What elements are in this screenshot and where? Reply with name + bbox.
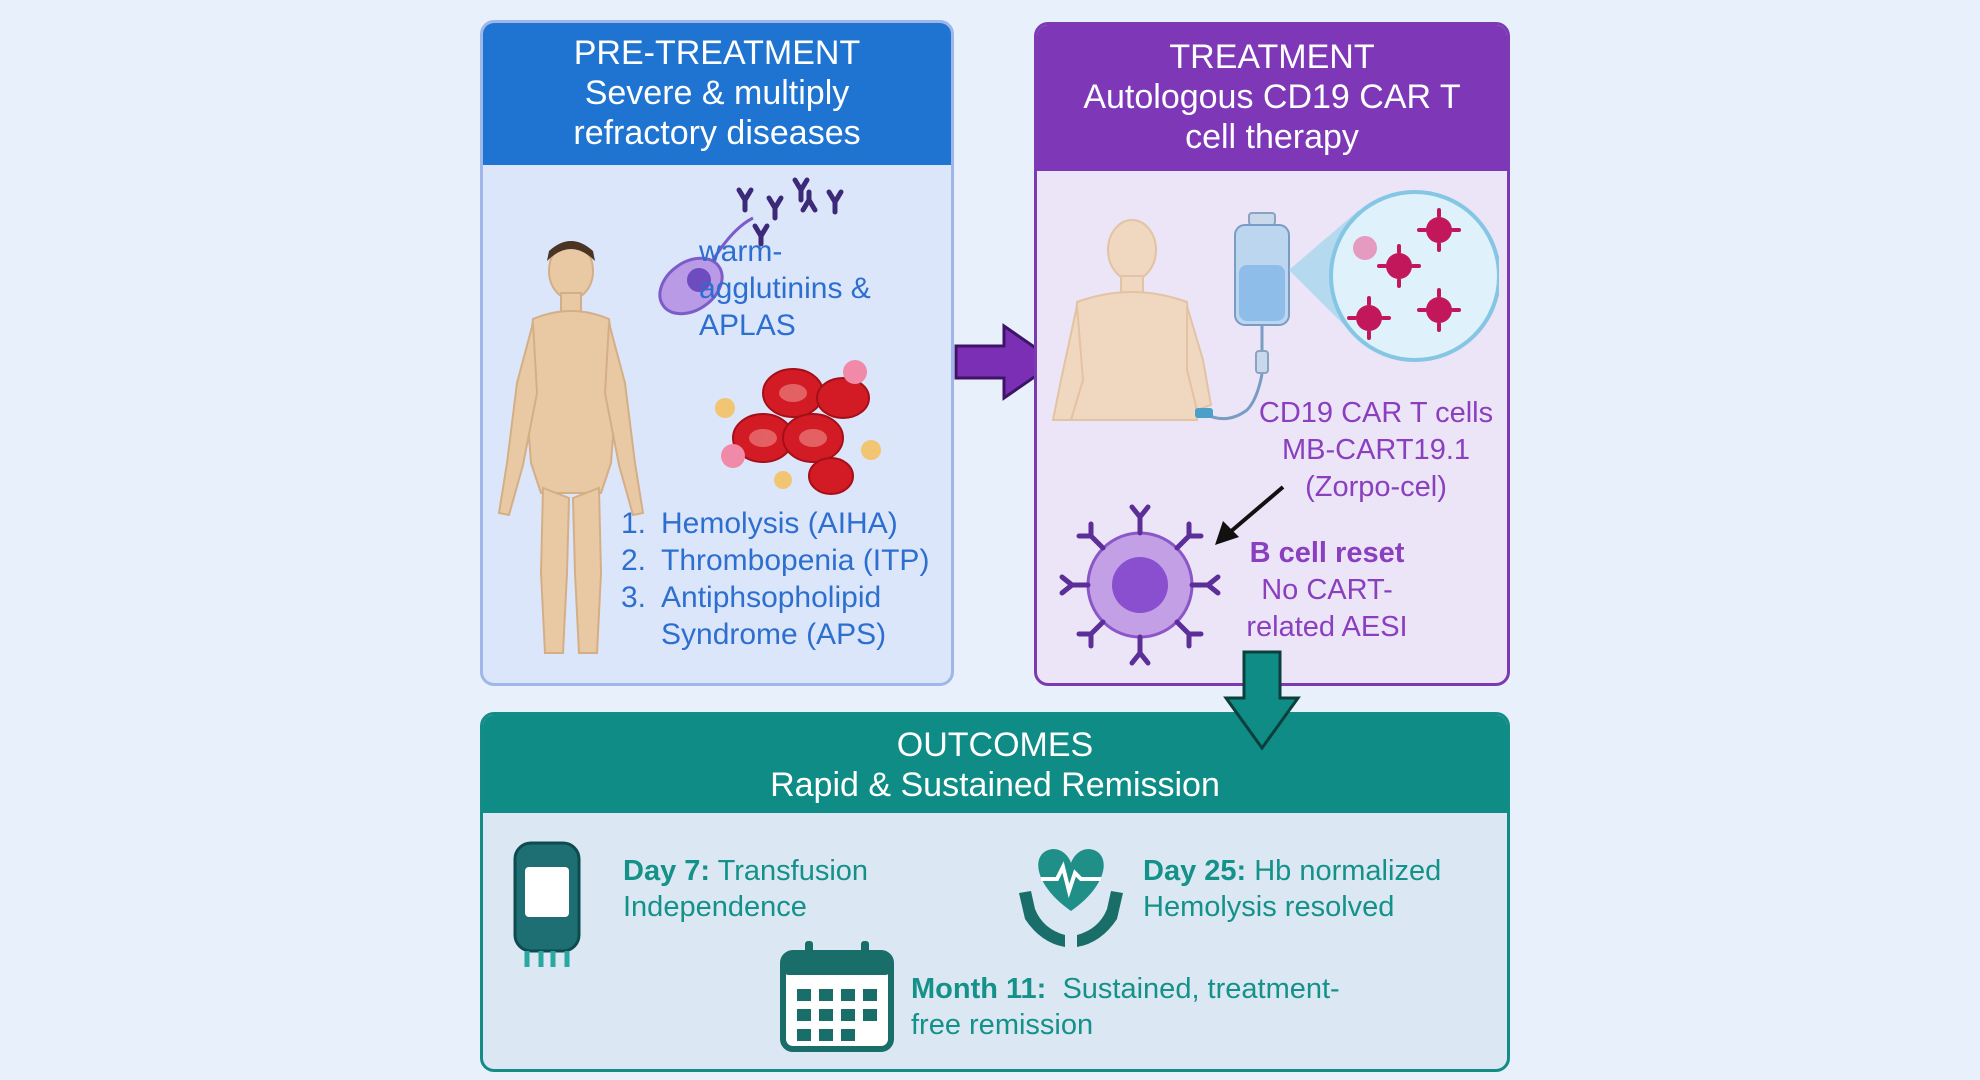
treatment-title: TREATMENT	[1169, 38, 1375, 76]
pointer-arrow-icon	[1215, 485, 1285, 545]
outcomes-header: OUTCOMES Rapid & Sustained Remission	[483, 715, 1507, 813]
heart-hands-icon	[1019, 849, 1123, 947]
calendar-icon	[780, 941, 894, 1052]
arrow-down-icon	[1223, 650, 1301, 751]
treatment-header: TREATMENT Autologous CD19 CAR T cell the…	[1037, 25, 1507, 171]
antibody-label: warm- agglutinins & APLAS	[699, 235, 871, 342]
pre-treatment-panel: PRE-TREATMENT Severe & multiply refracto…	[480, 20, 954, 686]
treatment-subtitle-2: cell therapy	[1185, 118, 1359, 156]
outcomes-subtitle: Rapid & Sustained Remission	[770, 766, 1220, 804]
patient-torso-icon	[1051, 219, 1213, 421]
outcome-day25: Day 25: Hb normalized Hemolysis resolved	[1143, 855, 1442, 923]
plasma-cell-icon	[658, 177, 844, 316]
disease-item-3: 3.Antiphsopholipid	[621, 581, 882, 614]
disease-item-3-cont: Syndrome (APS)	[661, 618, 887, 651]
outcome-month11: Month 11: Sustained, treatment- free rem…	[911, 973, 1340, 1041]
treatment-panel: TREATMENT Autologous CD19 CAR T cell the…	[1034, 22, 1510, 686]
blood-bag-icon	[513, 841, 581, 967]
pre-treatment-subtitle-1: Severe & multiply	[584, 74, 850, 112]
b-cell-reset-label: B cell reset No CART- related AESI	[1246, 537, 1408, 643]
arrow-right-icon	[954, 323, 1059, 401]
outcomes-panel: OUTCOMES Rapid & Sustained Remission Day…	[480, 712, 1510, 1072]
disease-item-1: 1.Hemolysis (AIHA)	[621, 507, 898, 540]
car-t-product-label: CD19 CAR T cells MB-CART19.1 (Zorpo-cel)	[1258, 397, 1494, 503]
iv-bag-icon	[1234, 212, 1290, 374]
iv-line	[1195, 373, 1264, 421]
treatment-subtitle-1: Autologous CD19 CAR T	[1083, 78, 1461, 116]
disease-item-2: 2.Thrombopenia (ITP)	[621, 544, 930, 577]
disease-list: 1.Hemolysis (AIHA) 2.Thrombopenia (ITP) …	[621, 505, 929, 653]
outcomes-title: OUTCOMES	[896, 726, 1094, 764]
human-body-icon	[497, 241, 645, 654]
b-cell-icon	[1059, 504, 1221, 666]
car-t-cells-icon	[1289, 190, 1499, 362]
red-blood-cells-icon	[715, 360, 881, 495]
pre-treatment-title: PRE-TREATMENT	[573, 34, 861, 72]
outcome-day7: Day 7: Transfusion Independence	[623, 855, 869, 923]
pre-treatment-header: PRE-TREATMENT Severe & multiply refracto…	[483, 23, 951, 165]
pre-treatment-subtitle-2: refractory diseases	[573, 114, 861, 152]
